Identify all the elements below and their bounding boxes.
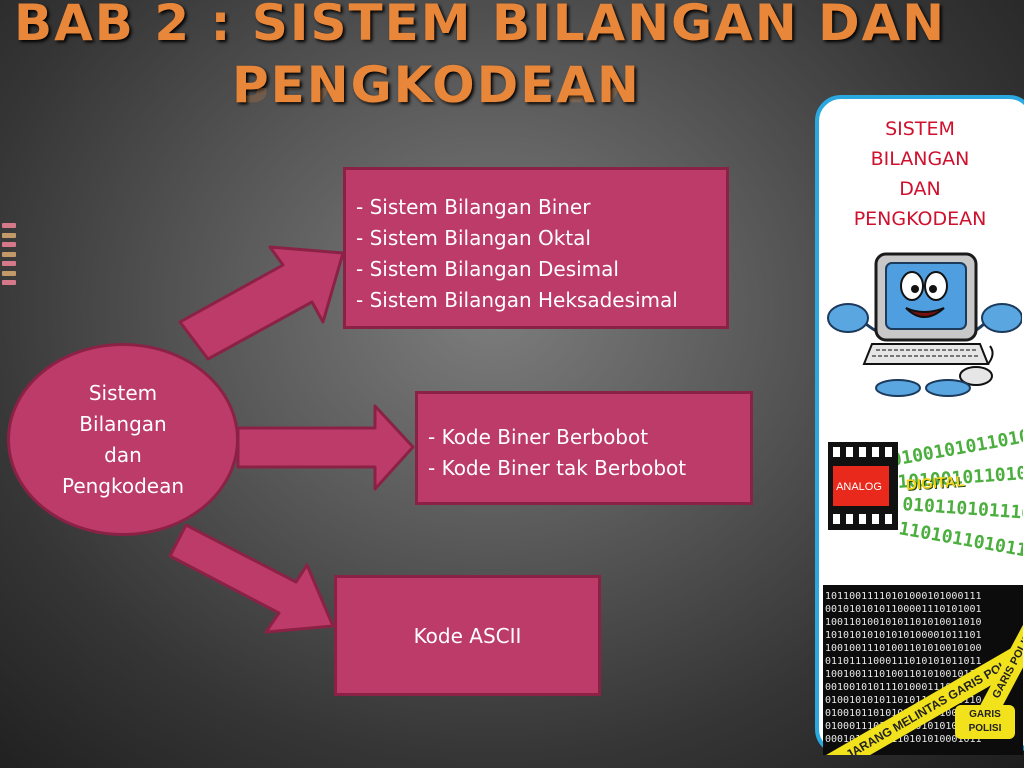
center-node-line: Sistem: [88, 380, 158, 405]
film-label-analog: ANALOG: [836, 481, 882, 493]
side-panel-title-line: BILANGAN: [870, 148, 970, 170]
filmstrip-icon: 0100101011010 1010010110101 010110101110…: [828, 406, 1024, 576]
slide-title-line2: PENGKODEAN: [232, 56, 641, 114]
police-tape-badge: GARIS POLISI: [955, 705, 1015, 739]
svg-text:00101010101100001110101001: 00101010101100001110101001: [825, 604, 982, 615]
nav-tab[interactable]: [2, 232, 16, 238]
svg-text:10011010010101101010011010: 10011010010101101010011010: [825, 617, 982, 628]
nav-tab[interactable]: [2, 270, 16, 276]
arrow-middle: [236, 404, 415, 491]
arrow-lower: [168, 523, 335, 634]
side-panel-title-line: DAN: [899, 178, 941, 200]
side-panel-title-line: PENGKODEAN: [853, 208, 987, 230]
list-item: - Sistem Bilangan Desimal: [356, 257, 619, 281]
svg-text:10101010101010100001011101: 10101010101010100001011101: [825, 630, 982, 641]
list-item: - Sistem Bilangan Biner: [356, 195, 591, 219]
svg-text:00010101010110101010001011: 00010101010110101010001011: [825, 734, 982, 745]
nav-tab[interactable]: [2, 280, 16, 285]
side-panel-title: SISTEM BILANGAN DAN PENGKODEAN: [822, 114, 1018, 234]
slide-nav-tabs[interactable]: [2, 223, 16, 285]
nav-tab[interactable]: [2, 242, 16, 247]
computer-mascot-icon: [827, 252, 1022, 397]
binary-police-tape-image: 10110011110101000101000111 0010101010110…: [823, 585, 1023, 755]
nav-tab[interactable]: [2, 261, 16, 266]
analog-digital-filmstrip: 0100101011010 1010010110101 010110101110…: [828, 406, 1024, 580]
svg-text:01001010101101011110100110: 01001010101101011110100110: [825, 695, 982, 706]
svg-text:10010011101001101010010111: 10010011101001101010010111: [825, 669, 982, 680]
nav-tab[interactable]: [2, 223, 16, 228]
box-binary-codes: - Kode Biner Berbobot - Kode Biner tak B…: [415, 391, 753, 505]
svg-text:01101111000111010101011011: 01101111000111010101011011: [825, 656, 982, 667]
list-item: - Sistem Bilangan Oktal: [356, 226, 591, 250]
center-node: Sistem Bilangan dan Pengkodean: [7, 343, 239, 536]
box-ascii-label: Kode ASCII: [413, 623, 522, 648]
list-item: - Sistem Bilangan Heksadesimal: [356, 288, 678, 312]
side-panel-title-line: SISTEM: [885, 118, 955, 140]
svg-text:10010011101001101010010100: 10010011101001101010010100: [825, 643, 982, 654]
svg-text:10110011110101000101000111: 10110011110101000101000111: [825, 591, 982, 602]
nav-tab[interactable]: [2, 251, 16, 257]
svg-text:00100101011101000111010101: 00100101011101000111010101: [825, 682, 982, 693]
center-node-line: Pengkodean: [61, 473, 185, 498]
arrow-upper: [178, 245, 345, 361]
box-number-systems: - Sistem Bilangan Biner - Sistem Bilanga…: [343, 167, 729, 329]
list-item: - Kode Biner tak Berbobot: [428, 456, 687, 480]
list-item: - Kode Biner Berbobot: [428, 425, 649, 449]
center-node-line: dan: [104, 442, 142, 467]
center-node-line: Bilangan: [79, 411, 167, 436]
slide-title-line1: BAB 2 : SISTEM BILANGAN DAN: [14, 0, 947, 52]
box-ascii: Kode ASCII: [334, 575, 601, 696]
